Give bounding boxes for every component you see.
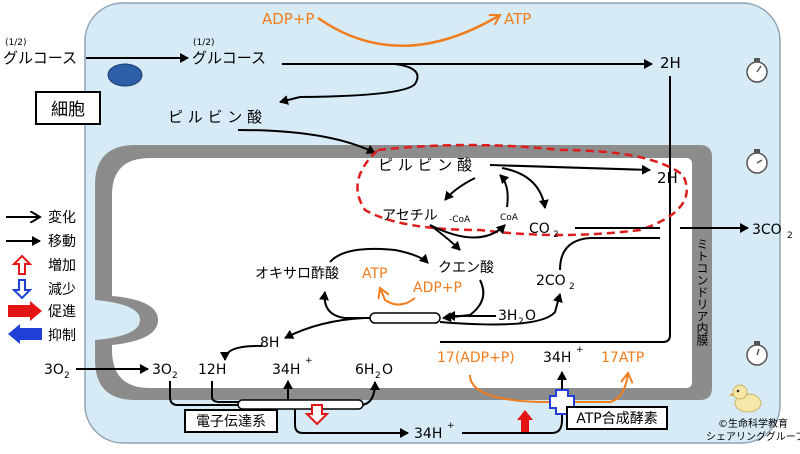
citrate-label: クエン酸 — [438, 260, 494, 276]
mitochondrion-matrix — [112, 158, 692, 388]
credit-line1: ©生命科学教育 — [718, 417, 788, 430]
legend-inhibit-label: 抑制 — [48, 328, 76, 344]
h-plus-34-right: 34H — [543, 350, 571, 366]
legend-decrease-icon — [11, 279, 33, 300]
legend-move-label: 移動 — [48, 234, 76, 250]
legend-inhibit-icon — [8, 324, 42, 344]
acetyl-coa-sub: -CoA — [449, 215, 471, 225]
credit-line2: シェアリンググループ — [706, 430, 800, 443]
pyruvate-to-2h-arrow — [489, 164, 651, 175]
adp17: 17(ADP+P) — [437, 350, 515, 366]
three-h2o: 3H — [498, 308, 517, 324]
acetyl-label: アセチル — [382, 208, 438, 224]
twelve-h: 12H — [198, 362, 226, 378]
h-plus-34-bottom: 34H — [414, 426, 442, 442]
pill-to-2co2-arrow — [439, 293, 563, 326]
cell-label: 細胞 — [51, 100, 85, 120]
etc-label-box — [184, 409, 278, 433]
legend-promote-icon — [8, 301, 42, 321]
legend-increase-icon — [11, 254, 33, 275]
two-h-drop-line — [440, 76, 671, 343]
half-outside: (1/2) — [5, 38, 27, 48]
cycle-bottom-pill — [369, 312, 441, 324]
stopwatch-icon-1 — [746, 58, 768, 83]
glucose-inside: グルコース — [192, 49, 266, 67]
etc-pill — [237, 399, 364, 410]
six-h2o: 6H — [355, 362, 374, 378]
co2-label: CO — [529, 221, 550, 237]
adp-p-top: ADP+P — [262, 10, 314, 28]
adp-p-mito: ADP+P — [413, 280, 462, 296]
pill-to-8h-arrow — [284, 317, 366, 339]
three-h2o-sub: 2 — [518, 317, 524, 327]
three-o2-inner-sub: 2 — [172, 371, 178, 381]
atp-top: ATP — [504, 10, 531, 28]
pyruvate-to-acetyl-arrow — [444, 177, 476, 201]
oxaloacetate-label: オキサロ酢酸 — [255, 266, 339, 282]
atp-synthase-label-box — [566, 406, 668, 430]
34h-to-synthase-line — [462, 404, 563, 434]
h-plus-34-right-sup: + — [576, 345, 584, 355]
two-co2: 2CO — [536, 273, 566, 289]
inner-membrane-label-text: ミトコンドリア内膜 — [695, 238, 709, 347]
atp-mito: ATP — [362, 266, 387, 282]
pyruvate-to-mito-arrow — [237, 129, 376, 154]
atp-synthase-label: ATP合成酵素 — [576, 411, 657, 427]
legend-decrease-label: 減少 — [48, 281, 76, 298]
three-o2-outside: 3O — [44, 362, 64, 378]
three-o2-inner: 3O — [152, 362, 172, 378]
three-co2-sub: 2 — [787, 231, 793, 241]
glucose-outside: グルコース — [3, 49, 77, 67]
oxaloacetate-to-citrate-arrow — [329, 247, 429, 264]
synthase-promote-arrow — [517, 410, 533, 432]
etc-output-arrow — [304, 404, 330, 426]
8h-to-12h-arrow — [220, 344, 263, 361]
legend: 変化 移動 増加 減少 促進 抑制 — [6, 209, 76, 344]
adp-to-atp-arrow — [380, 288, 416, 306]
stopwatch-icon-2 — [746, 149, 768, 174]
co2-sub: 2 — [553, 230, 559, 240]
two-h-mito: 2H — [657, 169, 678, 187]
h-plus-34-bottom-sup: + — [447, 421, 455, 431]
coa-label: CoA — [500, 213, 519, 223]
two-h-top: 2H — [660, 54, 681, 72]
atp-synthesis-arc — [317, 13, 500, 47]
pill-to-oxaloacetate-arrow — [319, 291, 370, 319]
eight-h: 8H — [260, 335, 279, 351]
etc-to-34h-bottom-arrow — [294, 409, 409, 438]
12h-to-etc-line — [211, 381, 240, 403]
coa-to-pyruvate-arrow — [499, 174, 510, 208]
citrate-to-pill-arrow — [442, 279, 485, 323]
three-co2: 3CO — [752, 222, 782, 238]
atp17: 17ATP — [601, 350, 644, 366]
etc-label: 電子伝達系 — [196, 414, 266, 430]
three-h2o-tail: O — [525, 308, 536, 324]
legend-increase-label: 増加 — [48, 258, 76, 274]
stopwatch-icon-3 — [746, 341, 768, 366]
glucose-to-pyruvate-arrow — [279, 63, 419, 105]
inner-membrane-label: ミトコンドリア内膜 — [695, 238, 709, 347]
mascot-bird-icon — [729, 384, 762, 413]
h-plus-34-sup: + — [305, 356, 313, 366]
two-co2-sub: 2 — [569, 282, 575, 292]
glucose-transporter — [107, 63, 143, 87]
cell-label-box — [35, 91, 101, 125]
half-inside: (1/2) — [193, 38, 215, 48]
six-h2o-sub: 2 — [375, 371, 381, 381]
pyruvate-to-co2-arrow — [501, 167, 549, 209]
six-h2o-tail: O — [382, 362, 393, 378]
legend-promote-label: 促進 — [48, 304, 76, 320]
adp17-to-synthase-arc — [469, 373, 628, 403]
2co2-to-co2-line — [559, 237, 660, 271]
pyruvate-cytoplasm: ピ ル ビ ン 酸 — [168, 108, 262, 126]
pyruvate-mito: ピ ル ビ ン 酸 — [378, 156, 472, 174]
acetyl-release-coa-arrow — [429, 224, 506, 239]
legend-change-label: 変化 — [48, 209, 76, 226]
h-plus-34: 34H — [272, 362, 300, 378]
o2-to-etc-line — [169, 381, 240, 406]
three-o2-outside-sub: 2 — [64, 371, 70, 381]
